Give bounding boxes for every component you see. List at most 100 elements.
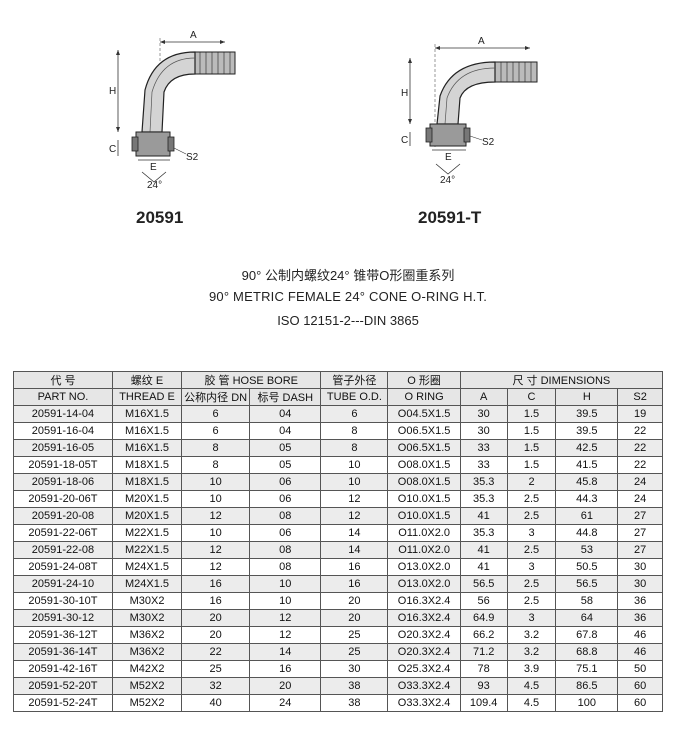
label-a: A [478,36,485,47]
table-cell: 05 [249,439,322,457]
table-cell: 12 [249,626,322,644]
table-cell: 30 [459,422,508,440]
table-cell: 06 [249,473,322,491]
table-cell: 24 [249,694,322,712]
table-cell: O20.3X2.4 [387,643,461,661]
table-cell: O11.0X2.0 [387,524,461,542]
table-cell: 60 [617,694,663,712]
table-cell: 2 [506,473,557,491]
header-code: 代 号 [13,371,113,389]
column-header: THREAD E [111,388,183,406]
column-header: 标号 DASH [249,388,322,406]
label-angle: 24° [147,180,162,190]
label-c: C [109,144,116,155]
table-cell: 61 [555,507,619,525]
table-cell: 4.5 [506,694,557,712]
table-cell: 20591-16-04 [13,422,113,440]
table-cell: M16X1.5 [111,422,183,440]
table-cell: 16 [320,575,389,593]
table-cell: M16X1.5 [111,439,183,457]
table-cell: O13.0X2.0 [387,575,461,593]
table-cell: 08 [249,541,322,559]
table-cell: 45.8 [555,473,619,491]
table-cell: 16 [181,592,251,610]
table-cell: 14 [249,643,322,661]
table-cell: 20591-30-12 [13,609,113,627]
table-cell: 38 [320,677,389,695]
table-cell: 20591-22-08 [13,541,113,559]
table-cell: M20X1.5 [111,490,183,508]
table-cell: M30X2 [111,609,183,627]
table-cell: 2.5 [506,575,557,593]
fitting-drawing-20591: A H C E 24° S2 [109,30,236,190]
column-header: O RING [387,388,461,406]
table-cell: 3 [506,524,557,542]
table-cell: 22 [617,439,663,457]
table-cell: M16X1.5 [111,405,183,423]
table-cell: M22X1.5 [111,524,183,542]
table-cell: 39.5 [555,405,619,423]
table-cell: M24X1.5 [111,575,183,593]
table-cell: 6 [181,422,251,440]
table-cell: 10 [249,592,322,610]
table-cell: 8 [181,456,251,474]
table-cell: O10.0X1.5 [387,490,461,508]
table-cell: 78 [459,660,508,678]
table-cell: 41 [459,558,508,576]
table-cell: 25 [181,660,251,678]
table-cell: 20 [320,609,389,627]
table-cell: 3 [506,558,557,576]
hose-barb [194,51,236,75]
table-cell: 100 [555,694,619,712]
table-cell: 30 [320,660,389,678]
table-cell: M52X2 [111,694,183,712]
table-cell: 44.3 [555,490,619,508]
label-c: C [401,135,408,146]
table-cell: 20591-42-16T [13,660,113,678]
title-standard: ISO 12151-2---DIN 3865 [277,313,419,328]
table-cell: 08 [249,507,322,525]
title-chinese: 90° 公制内螺纹24° 锥带O形圈重系列 [241,268,455,283]
column-header: PART NO. [13,388,113,406]
header-thread: 螺纹 E [111,371,183,389]
table-cell: 14 [320,541,389,559]
table-cell: O04.5X1.5 [387,405,461,423]
table-cell: 14 [320,524,389,542]
table-cell: 12 [181,507,251,525]
table-cell: O25.3X2.4 [387,660,461,678]
table-cell: 64.9 [459,609,508,627]
table-cell: 36 [617,592,663,610]
table-cell: 10 [249,575,322,593]
table-cell: 25 [320,643,389,661]
label-e: E [445,152,452,163]
table-cell: O06.5X1.5 [387,439,461,457]
column-header: H [555,388,619,406]
table-cell: 20 [181,626,251,644]
table-cell: 10 [320,473,389,491]
table-cell: O08.0X1.5 [387,473,461,491]
table-cell: 19 [617,405,663,423]
table-cell: 6 [181,405,251,423]
table-cell: 6 [320,405,389,423]
table-cell: M18X1.5 [111,473,183,491]
table-cell: 8 [320,439,389,457]
table-cell: 20591-16-05 [13,439,113,457]
table-cell: 93 [459,677,508,695]
table-cell: 53 [555,541,619,559]
table-cell: 33 [459,456,508,474]
table-cell: 75.1 [555,660,619,678]
table-cell: 22 [181,643,251,661]
column-header: C [506,388,557,406]
table-cell: 27 [617,524,663,542]
table-cell: M22X1.5 [111,541,183,559]
table-cell: 4.5 [506,677,557,695]
table-cell: 20591-24-10 [13,575,113,593]
table-cell: 20591-52-20T [13,677,113,695]
